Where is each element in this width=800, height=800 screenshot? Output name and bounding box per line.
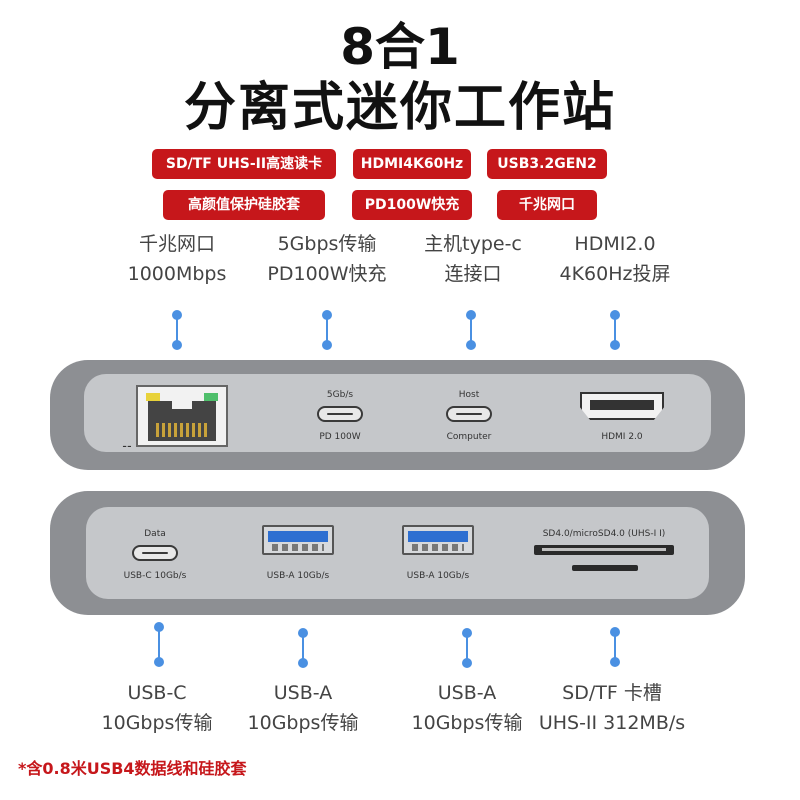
hdmi-port-inner-icon <box>590 400 654 410</box>
connector-dot-usbc-top <box>154 622 164 632</box>
hdmi-port-icon <box>580 392 664 420</box>
dock-lower-module: Data USB-C 10Gb/s USB-A 10Gb/s USB-A 10G… <box>50 491 745 615</box>
connector-dot-usbc-bottom <box>154 657 164 667</box>
host-port-bottom-label: Computer <box>446 432 492 442</box>
connector-dot-host-top <box>466 310 476 320</box>
microsd-slot-icon <box>572 565 638 571</box>
feature-tag-pd: PD100W快充 <box>352 190 472 220</box>
connector-line-hdmi <box>614 315 616 345</box>
sd-slot-icon <box>534 545 674 555</box>
usba-port-2-pins-icon <box>412 544 464 551</box>
pd-port-top-label: 5Gb/s <box>326 390 354 400</box>
connector-dot-pd-top <box>322 310 332 320</box>
pd-port-bottom-label: PD 100W <box>319 432 361 442</box>
feature-tag-hdmi: HDMI4K60Hz <box>353 149 471 179</box>
usbc-data-top-label: Data <box>144 529 166 539</box>
host-port-top-label: Host <box>458 390 480 400</box>
hdmi-port-label: HDMI 2.0 <box>601 432 643 442</box>
rj45-pins-icon <box>156 423 208 437</box>
connector-dot-usba1-bottom <box>298 658 308 668</box>
usba-port-2-label: USB-A 10Gb/s <box>406 571 470 581</box>
usba-port-1-tongue-icon <box>268 531 328 542</box>
usba-port-2-icon <box>402 525 474 555</box>
rj45-led-left-icon <box>146 393 160 401</box>
sd-card-label: SD4.0/microSD4.0 (UHS-I I) <box>542 529 666 539</box>
connector-line-sd <box>614 632 616 662</box>
connector-dot-usba1-top <box>298 628 308 638</box>
dock-lower-face: Data USB-C 10Gb/s USB-A 10Gb/s USB-A 10G… <box>86 507 709 599</box>
connector-dot-usba2-top <box>462 628 472 638</box>
usba-port-1-pins-icon <box>272 544 324 551</box>
usbc-port-pd-icon <box>317 406 363 422</box>
connector-dot-sd-bottom <box>610 657 620 667</box>
connector-line-host <box>470 315 472 345</box>
connector-dot-sd-top <box>610 627 620 637</box>
feature-tag-sd: SD/TF UHS-II高速读卡 <box>152 149 336 179</box>
feature-tag-case: 高颜值保护硅胶套 <box>163 190 325 220</box>
connector-line-pd <box>326 315 328 345</box>
connector-line-usba2 <box>466 633 468 663</box>
connector-dot-hdmi-top <box>610 310 620 320</box>
usbc-port-host-icon <box>446 406 492 422</box>
ethernet-icon: ⚋ <box>122 437 132 450</box>
connector-dot-ethernet-top <box>172 310 182 320</box>
usba-port-1-label: USB-A 10Gb/s <box>266 571 330 581</box>
usbc-port-data-icon <box>132 545 178 561</box>
rj45-port-icon <box>136 385 228 447</box>
footnote: *含0.8米USB4数据线和硅胶套 <box>18 759 247 778</box>
usba-port-1-icon <box>262 525 334 555</box>
connector-line-usbc <box>158 627 160 662</box>
connector-line-ethernet <box>176 315 178 345</box>
rj45-body-icon <box>148 401 216 441</box>
usbc-data-bottom-label: USB-C 10Gb/s <box>123 571 187 581</box>
connector-dot-usba2-bottom <box>462 658 472 668</box>
feature-tag-ethernet: 千兆网口 <box>497 190 597 220</box>
product-title-line2: 分离式迷你工作站 <box>183 78 616 138</box>
usba-port-2-tongue-icon <box>408 531 468 542</box>
connector-line-usba1 <box>302 633 304 663</box>
dock-upper-face: ⚋ 5Gb/s PD 100W Host Computer HDMI 2.0 <box>84 374 711 452</box>
feature-tag-usb: USB3.2GEN2 <box>487 149 607 179</box>
connector-dot-ethernet-bottom <box>172 340 182 350</box>
connector-dot-pd-bottom <box>322 340 332 350</box>
connector-dot-host-bottom <box>466 340 476 350</box>
connector-dot-hdmi-bottom <box>610 340 620 350</box>
dock-upper-module: ⚋ 5Gb/s PD 100W Host Computer HDMI 2.0 <box>50 360 745 470</box>
rj45-notch-icon <box>172 401 192 409</box>
product-title-line1: 8合1 <box>340 18 460 76</box>
rj45-led-right-icon <box>204 393 218 401</box>
